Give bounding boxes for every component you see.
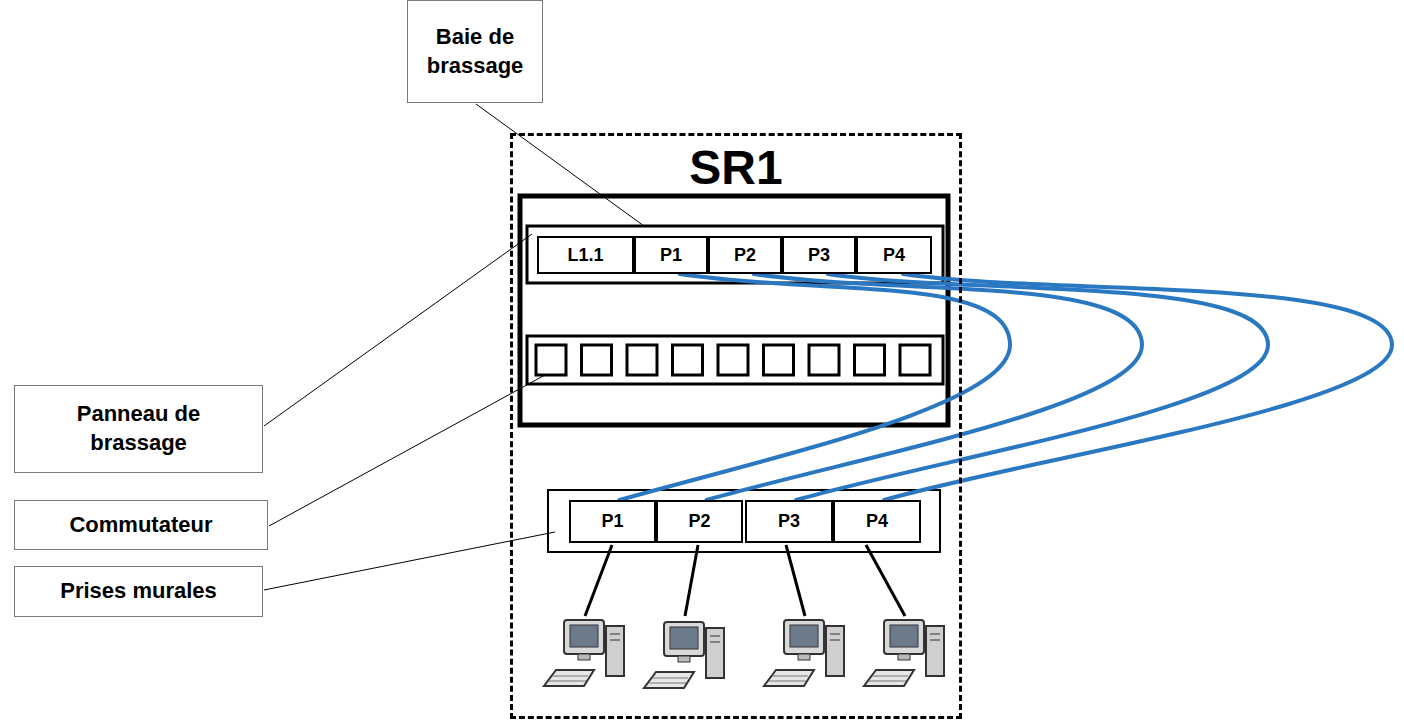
callout-box: Commutateur — [14, 500, 268, 550]
computer-cords — [585, 545, 905, 616]
computer-icon — [644, 622, 724, 688]
computer-icon — [864, 620, 944, 686]
patch-port: P2 — [708, 236, 782, 274]
switch-port — [536, 345, 566, 375]
patch-panel — [527, 226, 943, 283]
port-label: P3 — [808, 245, 830, 266]
switch-port — [673, 345, 703, 375]
callout-text: Commutateur — [69, 511, 212, 540]
port-label: P3 — [778, 511, 800, 532]
switch-port — [582, 345, 612, 375]
port-label: P2 — [734, 245, 756, 266]
callout-text: Prises murales — [60, 577, 217, 606]
patch-port: P1 — [634, 236, 708, 274]
switch-body — [527, 336, 943, 384]
computer-icon — [764, 620, 844, 686]
port-label: P1 — [660, 245, 682, 266]
computer-icon — [544, 620, 624, 686]
switch-port — [855, 345, 885, 375]
switch-port — [627, 345, 657, 375]
switch-ports — [536, 345, 930, 375]
port-label: P2 — [688, 511, 710, 532]
wall-plate — [548, 490, 940, 552]
callout-box: Panneau de brassage — [14, 385, 263, 473]
port-label: P4 — [866, 511, 888, 532]
port-label: P4 — [883, 245, 905, 266]
callout-box: Prises murales — [14, 566, 263, 617]
switch-port — [764, 345, 794, 375]
server-room: SR1L1.1P1P2P3P4P1P2P3P4 — [510, 133, 962, 719]
callout-text: Panneau de brassage — [59, 400, 219, 457]
room-title: SR1 — [689, 144, 782, 192]
callout-box: Baie de brassage — [407, 0, 543, 103]
rack-frame — [520, 196, 948, 425]
switch-port — [900, 345, 930, 375]
wall-socket: P2 — [656, 500, 743, 543]
wall-socket: P4 — [833, 500, 921, 543]
callout-text: Baie de brassage — [416, 23, 534, 80]
patch-port: P4 — [856, 236, 932, 274]
wall-socket: P3 — [745, 500, 833, 543]
switch-port — [718, 345, 748, 375]
patch-cable — [706, 274, 1142, 500]
wall-socket: P1 — [569, 500, 656, 543]
patch-port: L1.1 — [537, 236, 634, 274]
port-label: L1.1 — [567, 245, 603, 266]
switch-port — [809, 345, 839, 375]
patch-port: P3 — [782, 236, 856, 274]
patch-cable — [619, 274, 1010, 500]
port-label: P1 — [601, 511, 623, 532]
